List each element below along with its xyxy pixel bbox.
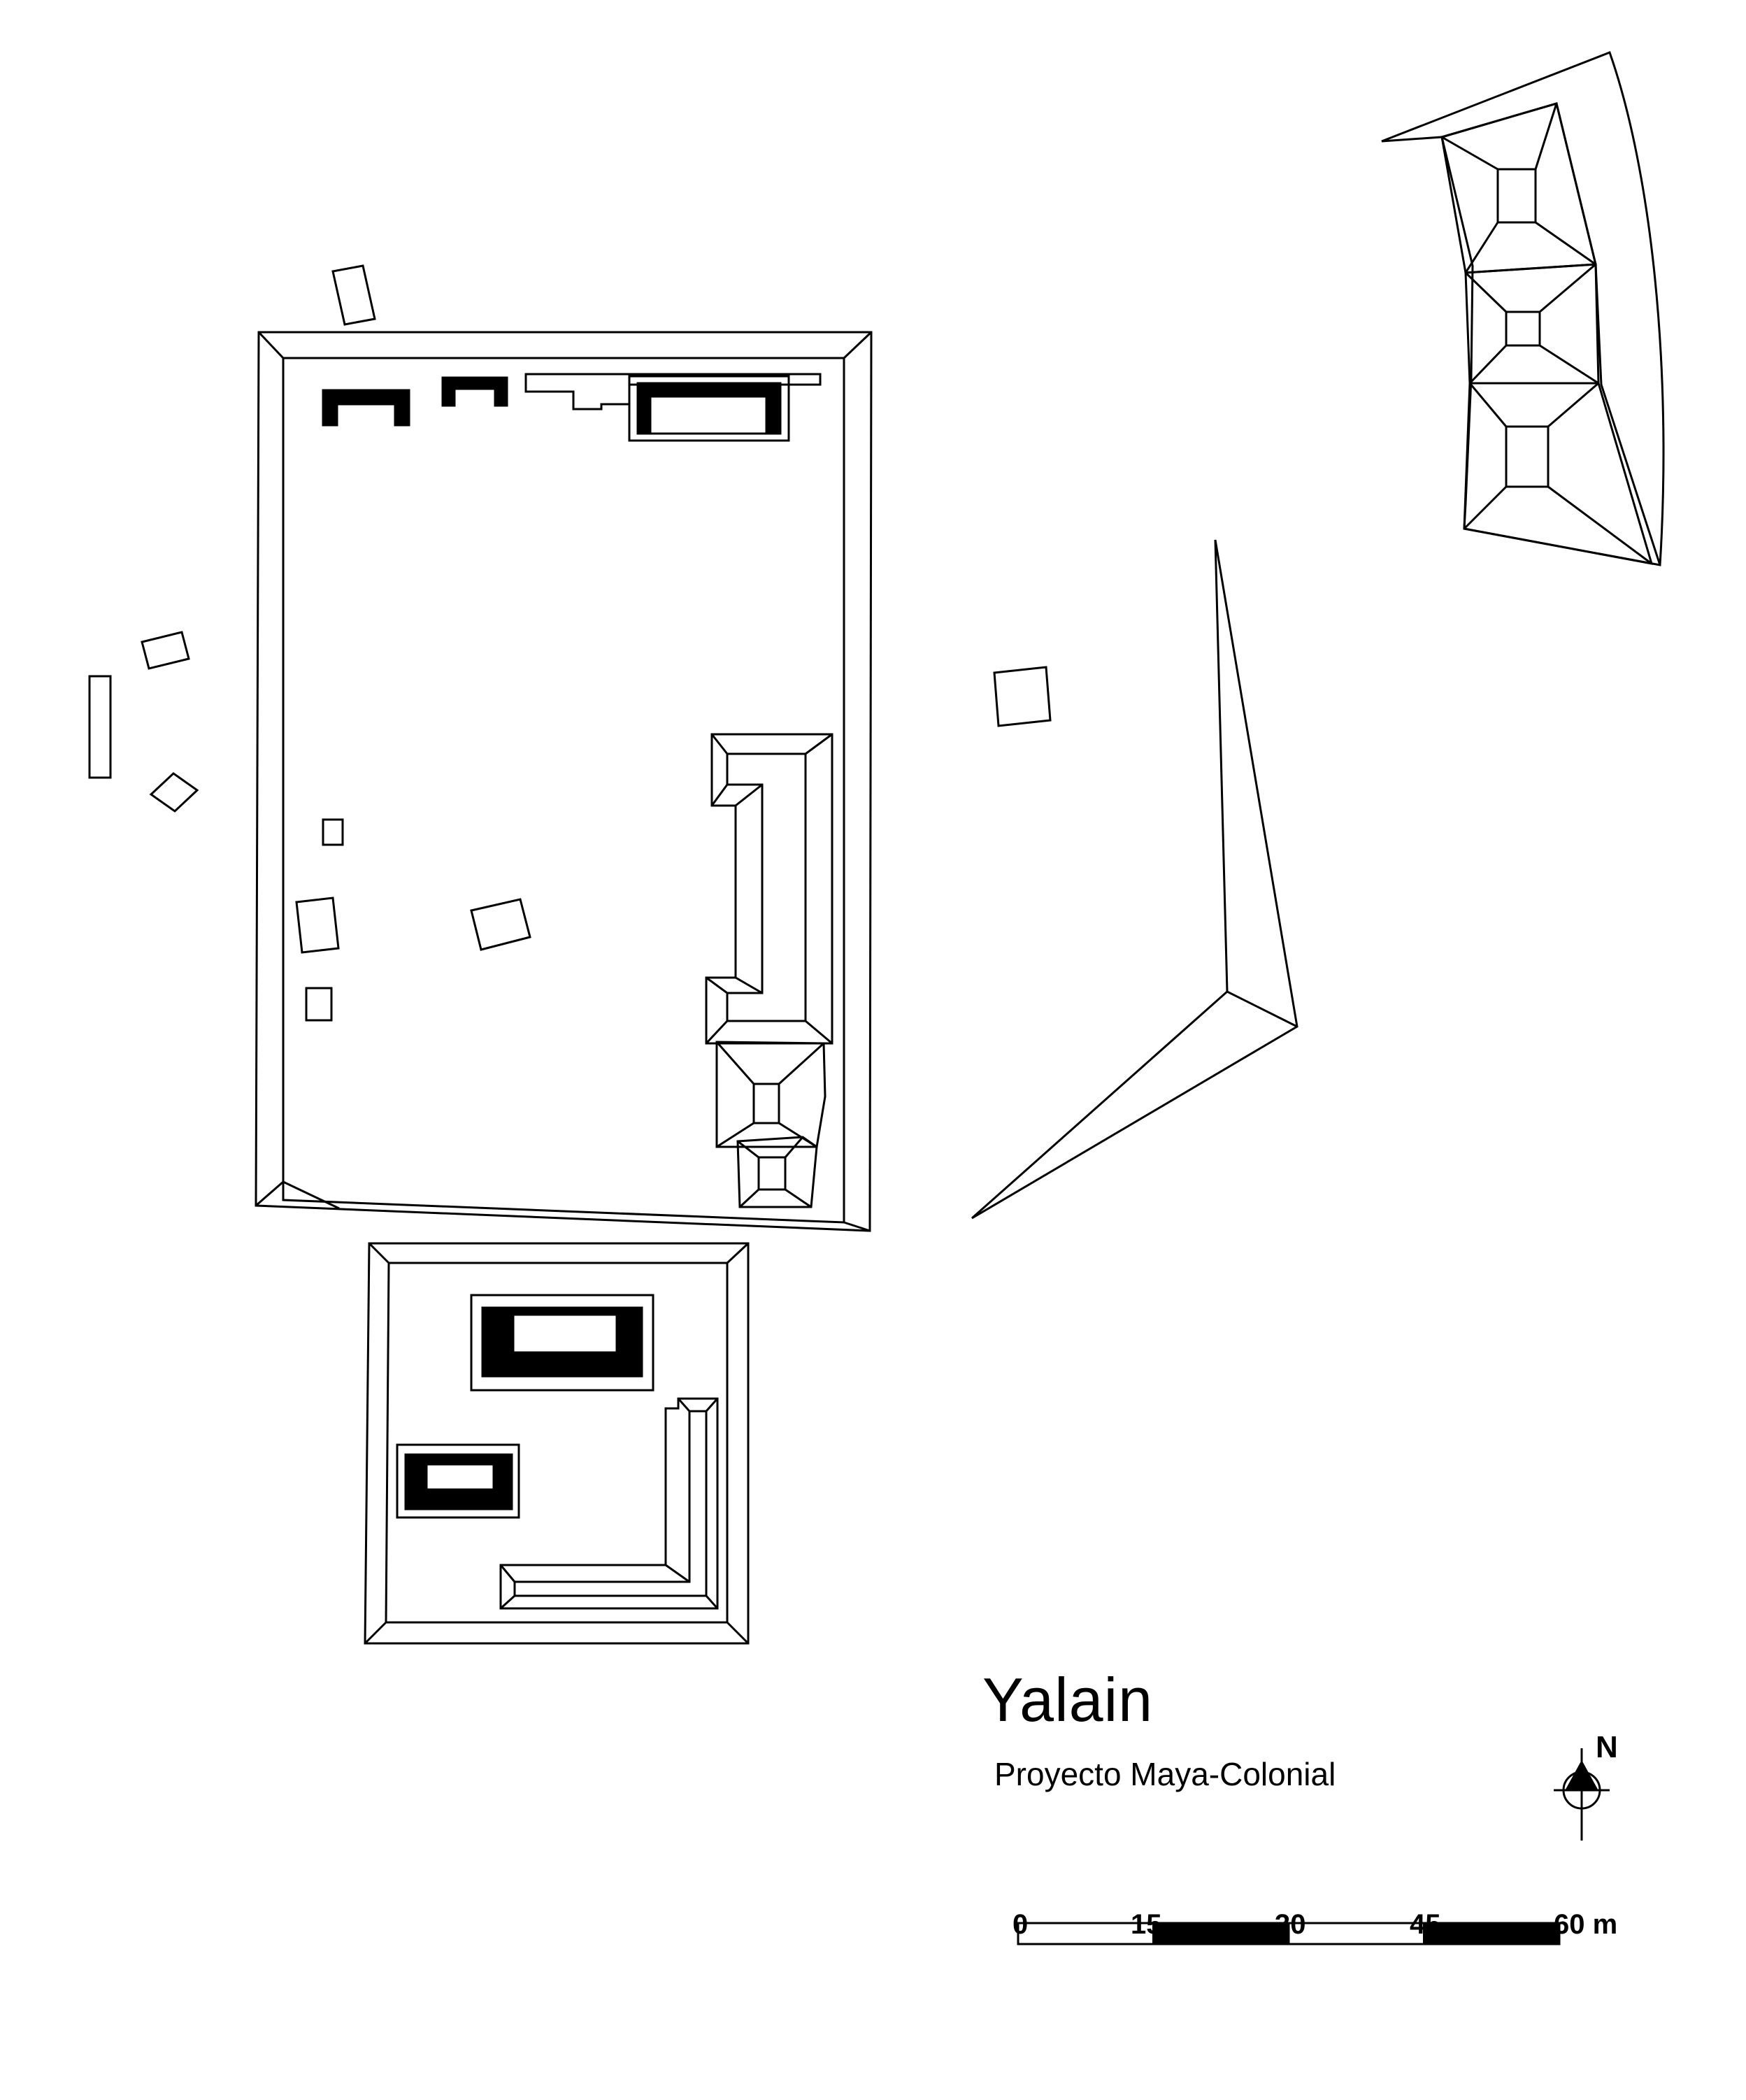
north-arrow-icon xyxy=(1554,1748,1610,1841)
small-structure xyxy=(322,818,344,846)
main-plaza-platform xyxy=(255,331,873,1232)
east-range-building xyxy=(705,733,833,1045)
building-footprint xyxy=(628,375,790,442)
building-footprint xyxy=(470,1294,654,1392)
building-footprint xyxy=(524,373,822,410)
small-structure xyxy=(470,898,531,951)
small-structure xyxy=(295,897,340,954)
south-range-building xyxy=(499,1397,719,1610)
scale-bar-segment xyxy=(1287,1922,1425,1945)
map-subtitle: Proyecto Maya-Colonial xyxy=(994,1756,1336,1792)
scale-bar-segment xyxy=(1017,1922,1154,1945)
scale-tick-label: 60 m xyxy=(1554,1909,1618,1940)
small-structure xyxy=(993,666,1052,727)
building-footprint xyxy=(396,1443,520,1519)
small-structure xyxy=(149,772,199,813)
scale-tick-label: 45 xyxy=(1410,1909,1441,1940)
scale-tick-label: 30 xyxy=(1275,1909,1306,1940)
building-footprint xyxy=(322,389,410,427)
south-platform xyxy=(364,1242,750,1645)
scale-bar-segment xyxy=(1423,1922,1561,1945)
scale-bar xyxy=(1017,1922,1561,1945)
scale-tick-label: 15 xyxy=(1131,1909,1162,1940)
pyramid-structure xyxy=(736,1136,818,1208)
scale-tick-label: 0 xyxy=(1012,1909,1029,1940)
northeast-mound-range xyxy=(1381,51,1665,566)
small-structure xyxy=(331,264,376,326)
north-label: N xyxy=(1596,1730,1618,1764)
small-structure xyxy=(88,675,112,779)
small-structure xyxy=(305,987,333,1022)
map-title: Yalain xyxy=(982,1665,1154,1734)
scale-bar-segment xyxy=(1152,1922,1290,1945)
small-structure xyxy=(141,631,190,670)
building-footprint xyxy=(441,376,508,407)
pyramid-structure xyxy=(715,1041,827,1148)
v-shaped-structure xyxy=(971,539,1298,1220)
